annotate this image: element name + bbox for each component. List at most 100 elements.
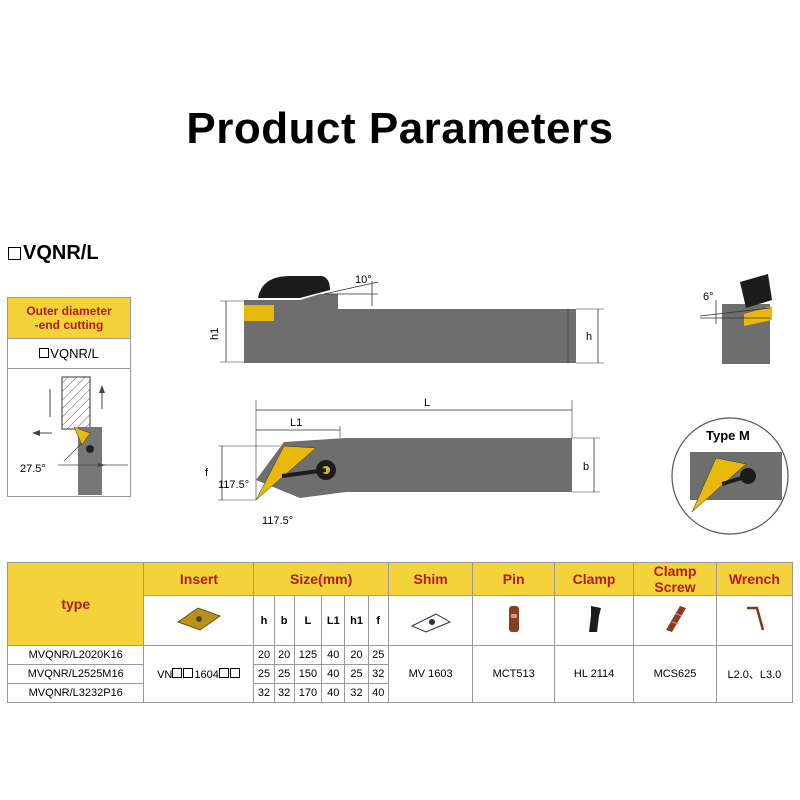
cell-b: 25 [273, 664, 295, 684]
wrench-picture [715, 595, 794, 646]
table-header-row: type Insert Size(mm) Shim Pin Clamp Clam… [6, 562, 794, 646]
side-view: L L1 b f 117.5° 117.5° [205, 397, 600, 527]
cell-L: 170 [293, 683, 323, 703]
end-view: 6° [699, 274, 772, 364]
wrench-icon [747, 606, 765, 631]
cell-f: 32 [367, 664, 389, 684]
pin-icon [508, 606, 519, 632]
dim-f: f [367, 595, 389, 646]
cell-L1: 40 [321, 645, 346, 665]
side-view-head [256, 438, 346, 498]
side-tool-insert [73, 426, 91, 446]
checkbox-glyph [229, 667, 240, 678]
shim-icon [410, 613, 451, 633]
checkbox-glyph [218, 667, 229, 678]
dim-L: L [293, 595, 323, 646]
clamp-top [258, 276, 330, 298]
end-view-clamp [740, 274, 772, 308]
cell-b: 20 [273, 645, 295, 665]
col-wrench: Wrench [715, 562, 794, 596]
type-m-lever [721, 474, 749, 486]
insert-icon [176, 607, 222, 631]
dim-h: h [253, 595, 275, 646]
side-panel-header: Outer diameter -end cutting [8, 298, 130, 339]
type-m-insert [691, 457, 747, 513]
side-panel-line2: -end cutting [34, 318, 104, 332]
angle-b-label: 117.5° [262, 515, 293, 527]
clamp-screw-picture [633, 595, 717, 646]
checkbox-glyph [172, 667, 183, 678]
dim-b: b [273, 595, 295, 646]
insert-code-prefix: VN [157, 668, 173, 681]
clamp-picture [553, 595, 635, 646]
insert-code-number: 1604 [194, 668, 219, 681]
parameter-table: type Insert Size(mm) Shim Pin Clamp Clam… [6, 562, 794, 703]
h-label: h [586, 331, 592, 343]
end-view-insert [744, 306, 772, 326]
side-angle-line [63, 442, 83, 462]
page-title: Product Parameters [186, 104, 614, 153]
cell-h: 32 [253, 683, 275, 703]
top-view-insert [244, 305, 274, 321]
end-angle-label: 6° [703, 291, 714, 303]
pin-picture [472, 595, 555, 646]
top-view-shank [244, 309, 576, 363]
f-label: f [205, 467, 209, 479]
side-panel: Outer diameter -end cutting VQNR/L 27.5° [7, 297, 131, 497]
row-type: MVQNR/L3232P16 [6, 683, 145, 703]
col-shim: Shim [387, 562, 474, 596]
cell-h1: 32 [344, 683, 369, 703]
h1-label: h1 [209, 328, 221, 340]
series-code: VQNR/L [8, 242, 99, 265]
col-pin: Pin [472, 562, 555, 596]
b-label: b [583, 461, 589, 473]
col-clamp: Clamp [553, 562, 635, 596]
row-type: MVQNR/L2020K16 [6, 645, 145, 665]
clamp-angle-line [323, 281, 379, 295]
table-row: MVQNR/L3232P16 32 32 170 40 32 40 [6, 683, 793, 703]
clamp-value: HL 2114 [553, 645, 635, 703]
side-panel-line1: Outer diameter [26, 304, 112, 318]
cell-b: 32 [273, 683, 295, 703]
side-angle-arrow [98, 463, 106, 467]
L1-label: L1 [290, 417, 302, 429]
checkbox-glyph [8, 247, 21, 260]
cell-L1: 40 [321, 664, 346, 684]
side-angle-label: 27.5° [20, 463, 46, 475]
side-view-lever [281, 468, 327, 478]
cell-L: 150 [293, 664, 323, 684]
type-m-label: Type M [706, 428, 750, 443]
pin-value: MCT513 [472, 645, 555, 703]
shim-picture [387, 595, 474, 646]
clamp-screw-icon [665, 606, 686, 632]
clamp-screw-value: MCS625 [633, 645, 717, 703]
cell-f: 40 [367, 683, 389, 703]
side-tool-screw [86, 445, 94, 453]
cell-h: 20 [253, 645, 275, 665]
insert-picture [143, 595, 255, 646]
cell-f: 25 [367, 645, 389, 665]
col-type: type [6, 562, 145, 646]
dim-h1: h1 [344, 595, 369, 646]
tool-drawings: 10° h1 h 6° L L1 b [205, 274, 789, 535]
feed-left-head [32, 430, 40, 436]
cell-L: 125 [293, 645, 323, 665]
checkbox-glyph [183, 667, 194, 678]
cell-h: 25 [253, 664, 275, 684]
end-angle-line [699, 307, 771, 317]
L-label: L [424, 397, 430, 409]
cell-h1: 20 [344, 645, 369, 665]
col-clamp-screw: Clamp Screw [633, 562, 717, 596]
row-type: MVQNR/L2525M16 [6, 664, 145, 684]
feed-arrow-head [99, 385, 105, 393]
angle-a-label: 117.5° [218, 479, 249, 491]
dim-L1: L1 [321, 595, 346, 646]
checkbox-glyph [39, 348, 50, 358]
side-panel-code-text: VQNR/L [50, 346, 99, 361]
table-row: MVQNR/L2020K16 VN 1604 20 20 125 40 20 25… [6, 645, 794, 703]
shim-value: MV 1603 [387, 645, 474, 703]
cell-L1: 40 [321, 683, 346, 703]
clamp-icon [589, 606, 602, 632]
wrench-value: L2.0、L3.0 [715, 645, 794, 703]
insert-code: VN 1604 [143, 645, 255, 703]
